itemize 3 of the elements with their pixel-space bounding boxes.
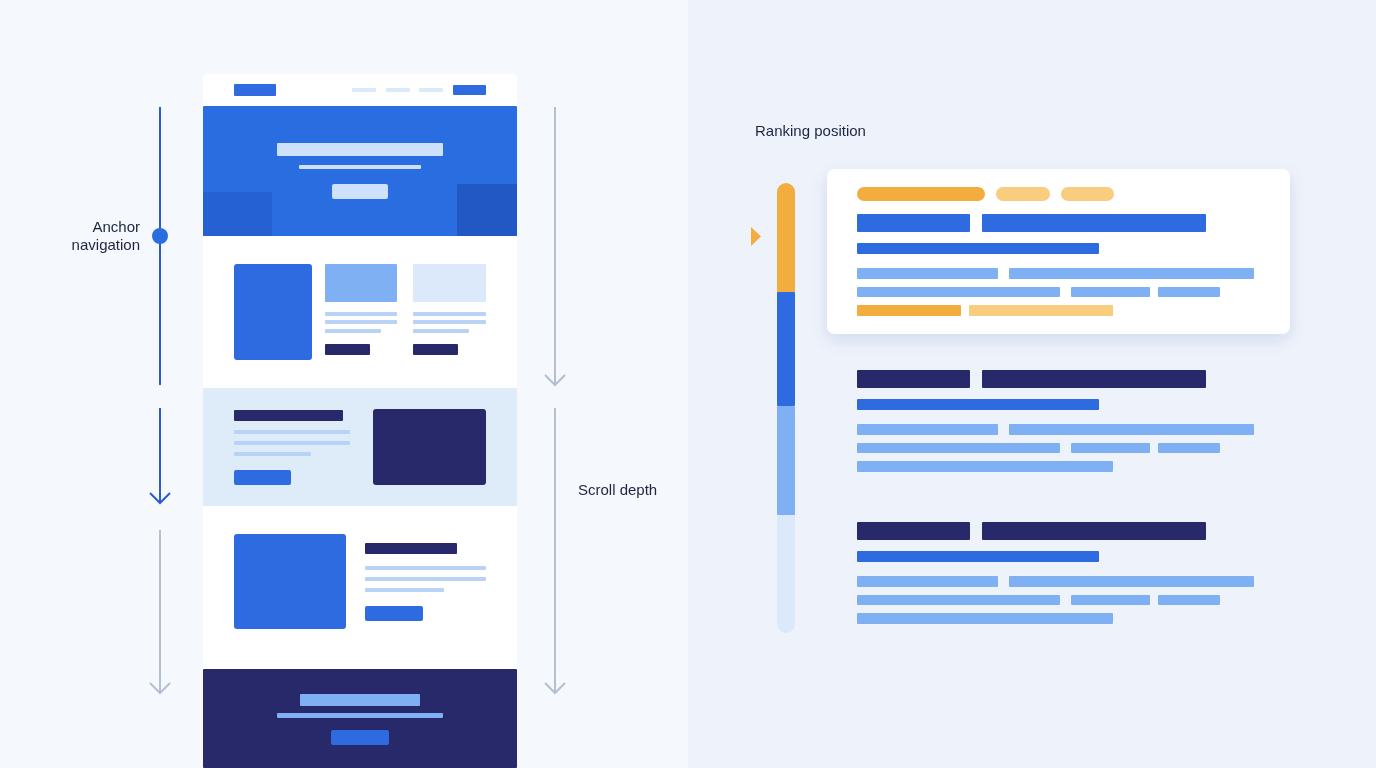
axis-label: Ranking position: [755, 122, 867, 140]
axis-label: Scroll depth: [578, 481, 658, 499]
axis-label: Anchor navigation: [70, 218, 140, 254]
